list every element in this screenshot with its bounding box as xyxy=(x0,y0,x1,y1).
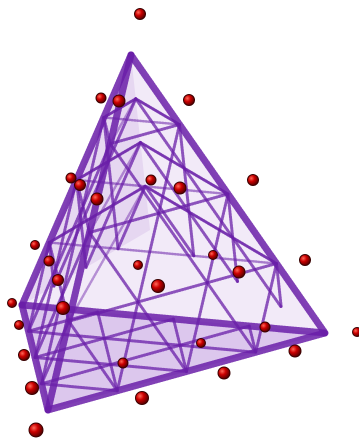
scatter-point xyxy=(217,366,231,380)
scatter-point xyxy=(74,179,86,191)
scatter-point xyxy=(65,172,77,184)
lattice-layer xyxy=(67,185,147,323)
lattice-strut xyxy=(52,97,138,288)
tetrahedron-edge xyxy=(127,51,329,337)
scatter-point xyxy=(232,265,246,279)
scatter-point xyxy=(247,174,259,186)
scatter-point xyxy=(133,260,143,270)
lattice-strut xyxy=(108,142,258,354)
scatter-point xyxy=(90,192,104,206)
tetrahedron-edge xyxy=(18,51,135,309)
tetrahedron-edge xyxy=(44,51,135,414)
scatter-point xyxy=(173,181,187,195)
lattice-strut xyxy=(27,142,112,333)
scatter-point xyxy=(56,301,70,315)
scatter-point xyxy=(117,357,129,369)
lattice-strut xyxy=(115,123,181,393)
scatter-point xyxy=(299,254,311,266)
lattice-layer xyxy=(139,141,230,196)
scatter-point xyxy=(208,250,218,260)
lattice-strut xyxy=(275,262,283,309)
scatter-point xyxy=(52,274,64,286)
lattice-strut xyxy=(116,184,147,251)
tetrahedron-lattice xyxy=(18,51,329,414)
scatter-point xyxy=(43,255,55,267)
tetrahedron-edge xyxy=(18,301,329,337)
scatter-point xyxy=(352,327,359,337)
lattice-strut xyxy=(143,184,196,258)
lattice-strut xyxy=(40,324,251,386)
scatter-point xyxy=(18,349,30,361)
scatter-point xyxy=(25,381,39,395)
scatter-point xyxy=(30,240,40,250)
lattice-strut xyxy=(27,310,100,333)
lattice-strut xyxy=(108,123,181,146)
scatter-point xyxy=(28,422,44,438)
tetrahedron-edge xyxy=(18,301,52,414)
scatter-point xyxy=(135,391,149,405)
lattice-strut xyxy=(67,319,119,393)
lattice-layer xyxy=(134,97,181,126)
lattice-strut xyxy=(247,324,258,354)
lattice-layer xyxy=(88,141,142,234)
scatter-point xyxy=(112,94,126,108)
scatter-point xyxy=(196,338,206,348)
scatter-point xyxy=(14,320,24,330)
lattice-layer xyxy=(144,185,278,265)
scatter-point xyxy=(183,94,195,106)
scatter-point xyxy=(145,174,157,186)
scatter-point xyxy=(151,279,165,293)
scatter-point xyxy=(288,344,302,358)
scatter-point xyxy=(95,92,107,104)
scatter-point xyxy=(134,8,146,20)
scatter-point xyxy=(259,321,271,333)
scatter-points xyxy=(7,8,359,438)
lattice-strut xyxy=(40,116,106,386)
lattice-strut xyxy=(254,262,278,354)
lattice-strut xyxy=(96,310,119,393)
scatter-point xyxy=(7,298,17,308)
lattice-strut xyxy=(134,97,283,309)
tetrahedron-edge xyxy=(44,329,329,414)
